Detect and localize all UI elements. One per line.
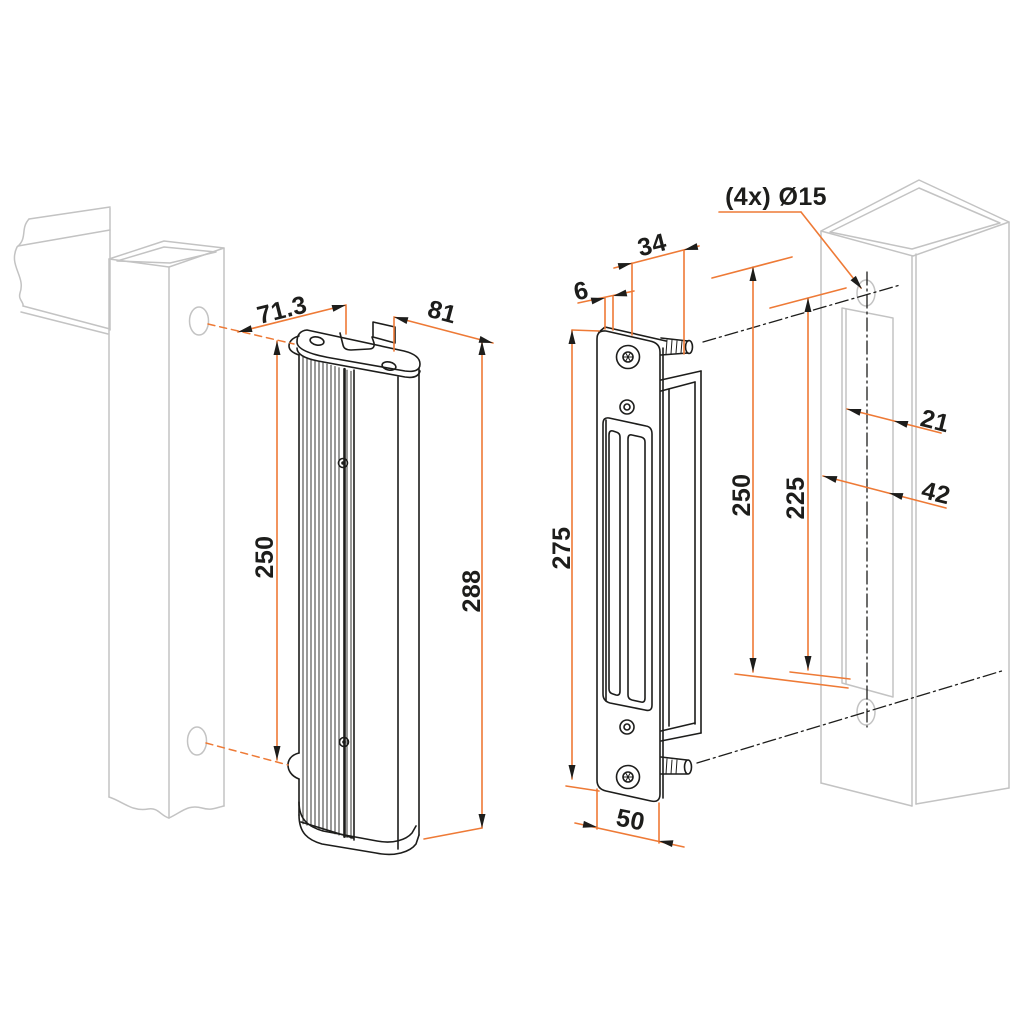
top-plate-hole-left — [309, 336, 325, 346]
dim-label-width-71-3: 71.3 — [254, 291, 310, 330]
dim-label-depth-81: 81 — [425, 295, 460, 329]
keeper-pocket — [602, 417, 653, 712]
magnet-housing — [287, 321, 421, 856]
environment-geometry — [13, 179, 1010, 819]
dim-label-offset-42: 42 — [919, 476, 954, 510]
post-hole-bottom — [856, 698, 876, 726]
hole-leader-bottom-left — [205, 742, 289, 766]
dim-label-height-275: 275 — [548, 527, 576, 570]
keeper-slot-right — [627, 434, 646, 703]
dim-label-pins-225: 225 — [782, 477, 810, 520]
post-recess — [841, 307, 894, 698]
dim-label-height-288: 288 — [458, 570, 486, 613]
keeper-plate — [596, 326, 702, 803]
dim-label-width-50: 50 — [614, 804, 647, 837]
housing-back-tab — [372, 321, 396, 344]
dim-label-fixing-250-right: 250 — [728, 474, 756, 517]
dim-label-offset-6: 6 — [571, 276, 591, 307]
stile-hole-top — [188, 306, 210, 336]
keeper-pin-bottom — [660, 756, 693, 775]
dimension-lines — [237, 211, 947, 848]
gate-rail — [13, 206, 111, 335]
keeper-plate-face — [596, 330, 661, 803]
keeper-screw-bottom-small — [619, 719, 635, 735]
keeper-screw-top-small — [619, 399, 635, 415]
dimension-labels: 71.3 81 250 288 6 34 275 250 225 (4x) Ø1… — [251, 183, 953, 837]
post-hole-top — [856, 279, 876, 307]
gate-stile-post — [108, 240, 225, 819]
leader-lines — [205, 271, 1006, 766]
stile-hole-bottom — [186, 726, 208, 756]
keeper-screw-top-large — [615, 344, 641, 370]
mounting-post — [820, 179, 1010, 807]
top-plate-notch — [339, 332, 375, 351]
housing-screw-bottom — [338, 736, 350, 748]
hole-leader-top-left — [207, 323, 295, 345]
keeper-channel — [660, 370, 702, 742]
dim-label-offset-21: 21 — [918, 404, 953, 438]
dim-label-pin-34: 34 — [635, 228, 670, 262]
housing-screw-top — [337, 457, 349, 469]
dimension-arrows — [238, 243, 909, 847]
top-plate-hole-right — [381, 361, 397, 371]
dim-label-fixing-250-left: 250 — [251, 536, 279, 579]
pin-axis-bottom — [696, 669, 1006, 764]
keeper-screw-bottom-large — [615, 764, 641, 790]
housing-ribs — [302, 356, 352, 840]
dim-label-holes-4x15: (4x) Ø15 — [725, 183, 827, 211]
product-geometry — [287, 321, 702, 856]
keeper-slot-left — [608, 430, 621, 696]
